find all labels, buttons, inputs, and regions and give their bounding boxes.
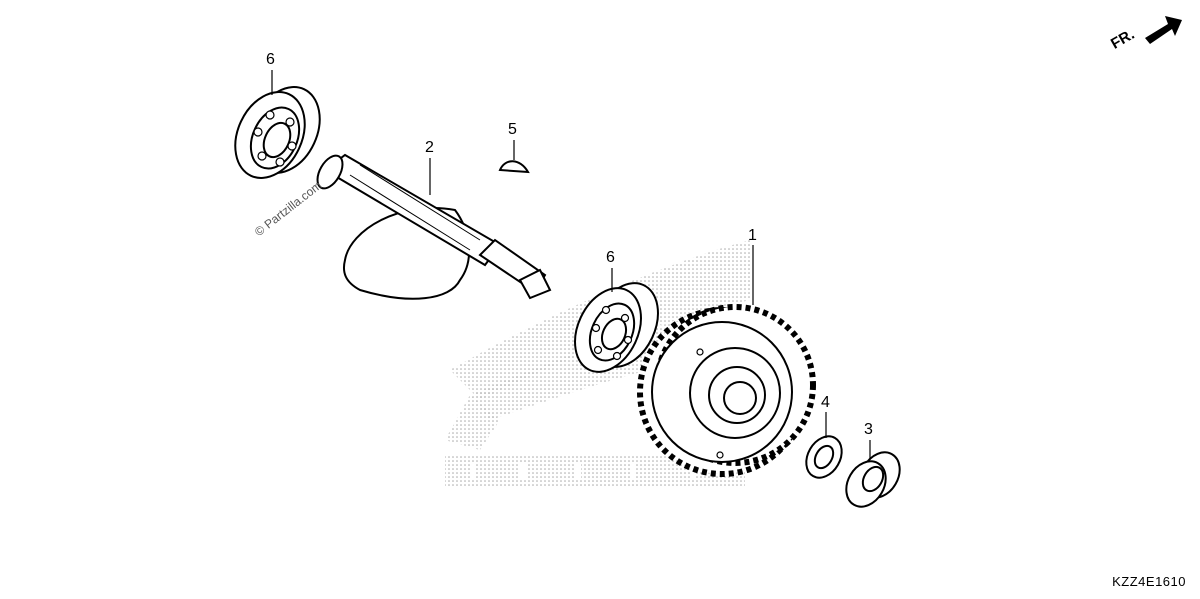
callout-1: 1 [748,227,757,244]
bearing-top [234,86,321,179]
balancer-shaft [316,153,552,300]
callout-6-top: 6 [266,51,275,68]
callout-2: 2 [425,139,434,156]
leader-lines [271,70,871,460]
callout-4: 4 [821,394,830,411]
callout-5: 5 [508,121,517,138]
callout-6-middle: 6 [606,249,615,266]
front-direction-arrow-icon [1145,16,1182,44]
callout-3: 3 [864,421,873,438]
collar [845,451,901,508]
woodruff-key [498,140,530,174]
diagram-code: KZZ4E1610 [1112,574,1186,589]
driven-gear [637,304,816,477]
washer [805,435,843,479]
bearing-middle [574,282,659,373]
